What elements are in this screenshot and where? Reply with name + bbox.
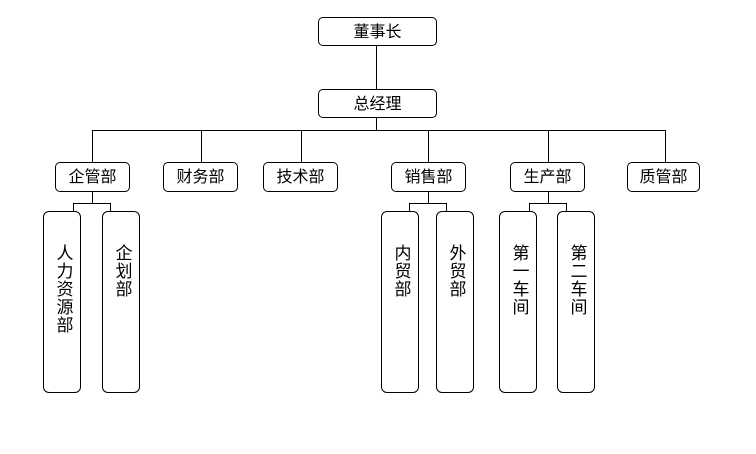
dept-box-technology: 技术部	[263, 162, 338, 192]
connector-em-bus	[73, 203, 111, 204]
connector-em-right	[110, 203, 111, 211]
dept-label: 销售部	[404, 167, 453, 186]
dept-box-enterprise-management: 企管部	[55, 162, 130, 192]
dept-box-quality: 质管部	[627, 162, 700, 192]
connector-prod-right	[566, 203, 567, 211]
connector-em-down	[92, 192, 93, 203]
dept-label: 企管部	[68, 167, 117, 186]
dept-label: 财务部	[176, 167, 225, 186]
subdept-box-hr: 人力资源部	[43, 211, 81, 393]
connector-dept-4	[428, 130, 429, 162]
chairman-label: 董事长	[353, 21, 402, 41]
subdept-box-foreign-trade: 外贸部	[436, 211, 474, 393]
subdept-box-workshop-2: 第二车间	[557, 211, 595, 393]
subdept-label: 企划部	[111, 244, 132, 298]
subdept-box-domestic-trade: 内贸部	[381, 211, 419, 393]
general-manager-label: 总经理	[353, 93, 402, 113]
connector-em-left	[73, 203, 74, 211]
connector-prod-down	[548, 192, 549, 203]
connector-dept-1	[92, 130, 93, 162]
dept-box-finance: 财务部	[163, 162, 238, 192]
dept-box-sales: 销售部	[391, 162, 466, 192]
subdept-label: 外贸部	[445, 244, 466, 298]
subdept-label: 第一车间	[508, 244, 529, 316]
connector-gm-down	[376, 117, 377, 130]
connector-sales-left	[409, 203, 410, 211]
subdept-label: 内贸部	[390, 244, 411, 298]
dept-label: 生产部	[523, 167, 572, 186]
connector-dept-6	[665, 130, 666, 162]
subdept-label: 人力资源部	[52, 244, 73, 334]
connector-dept-3	[301, 130, 302, 162]
connector-prod-bus	[529, 203, 567, 204]
connector-sales-bus	[409, 203, 447, 204]
dept-label: 质管部	[639, 167, 688, 186]
connector-dept-bus	[92, 130, 666, 131]
connector-chairman-gm	[376, 45, 377, 89]
general-manager-box: 总经理	[318, 89, 437, 118]
subdept-box-planning: 企划部	[102, 211, 140, 393]
connector-dept-5	[548, 130, 549, 162]
connector-sales-down	[428, 192, 429, 203]
connector-dept-2	[201, 130, 202, 162]
dept-label: 技术部	[276, 167, 325, 186]
dept-box-production: 生产部	[510, 162, 585, 192]
subdept-label: 第二车间	[566, 244, 587, 316]
subdept-box-workshop-1: 第一车间	[499, 211, 537, 393]
connector-prod-left	[529, 203, 530, 211]
chairman-box: 董事长	[318, 17, 437, 46]
connector-sales-right	[446, 203, 447, 211]
